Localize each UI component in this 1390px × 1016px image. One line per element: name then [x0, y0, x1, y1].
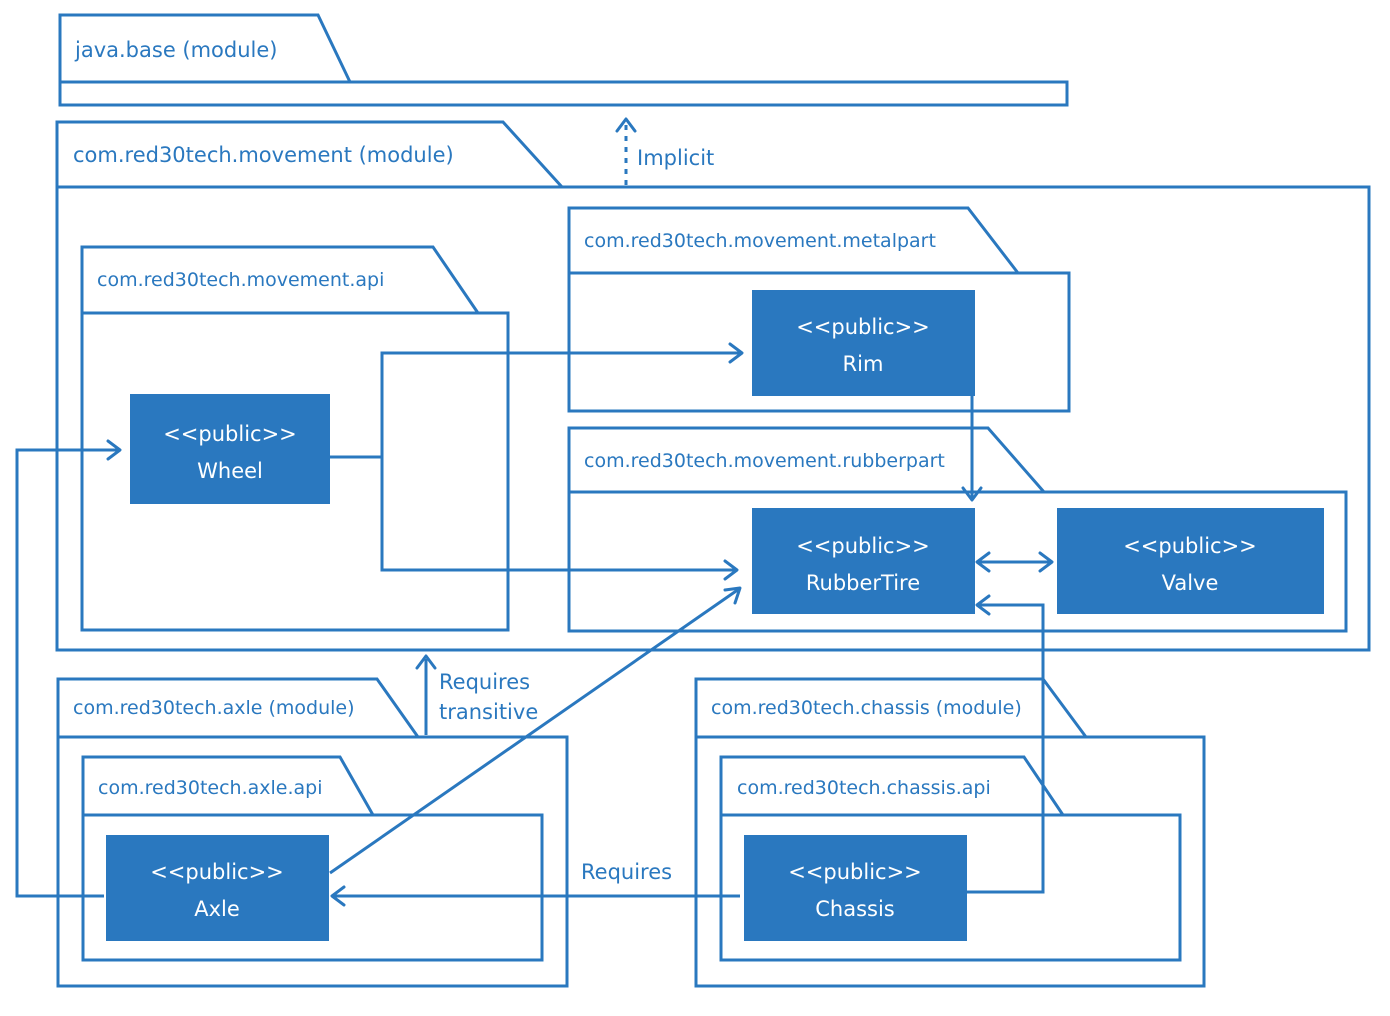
rubbertire-stereotype: <<public>> — [796, 534, 930, 558]
rim-to-rubbertire-arrow-head — [961, 486, 983, 502]
movement-api-package-label: com.red30tech.movement.api — [97, 269, 384, 291]
rubberpart-package-tab — [567, 426, 1046, 493]
rubbertire-valve-arrow-left — [975, 551, 991, 573]
chassis-api-package-body — [719, 813, 1182, 962]
movement-module-label: com.red30tech.movement (module) — [73, 143, 454, 167]
java-base-module-body — [58, 80, 1069, 107]
axle-class-box — [106, 835, 329, 941]
rim-name: Rim — [843, 352, 884, 376]
axle-to-wheel-line — [15, 448, 118, 898]
chassis-to-axle-arrow-head — [330, 885, 346, 907]
java-base-module-tab — [58, 13, 352, 83]
axle-api-package-body — [81, 813, 544, 962]
chassis-to-rubbertire-line — [967, 603, 1045, 894]
valve-stereotype: <<public>> — [1123, 534, 1257, 558]
rubberpart-package-body — [567, 490, 1348, 633]
rubbertire-name: RubberTire — [806, 571, 920, 595]
wheel-to-rim-line — [380, 351, 740, 457]
chassis-to-rubbertire-arrow-head — [975, 594, 991, 616]
movement-api-package-body — [80, 311, 510, 632]
rubbertire-valve-arrow-right — [1038, 551, 1054, 573]
chassis-stereotype: <<public>> — [788, 860, 922, 884]
metalpart-package-tab — [567, 206, 1020, 274]
requires-transitive-arrow-head — [415, 654, 437, 670]
chassis-module-body — [694, 735, 1206, 988]
axle-to-rubbertire-line — [329, 587, 740, 875]
chassis-class-box — [744, 835, 967, 941]
wheel-stereotype: <<public>> — [163, 422, 297, 446]
wheel-class-box — [130, 394, 330, 504]
axle-stereotype: <<public>> — [150, 860, 284, 884]
movement-module-body — [55, 185, 1371, 652]
rubberpart-package-label: com.red30tech.movement.rubberpart — [584, 450, 945, 472]
java-base-module-label: java.base (module) — [74, 38, 278, 62]
wheel-to-rim-arrow-head — [728, 342, 744, 364]
movement-api-package-tab — [80, 245, 480, 314]
axle-module-tab — [56, 677, 420, 738]
rubbertire-class-box — [752, 508, 975, 614]
valve-name: Valve — [1162, 571, 1219, 595]
chassis-module-label: com.red30tech.chassis (module) — [711, 697, 1022, 719]
chassis-name: Chassis — [815, 897, 895, 921]
valve-class-box — [1057, 508, 1324, 614]
movement-module-tab — [55, 120, 564, 189]
rim-class-box — [752, 290, 975, 396]
rim-stereotype: <<public>> — [796, 315, 930, 339]
axle-name: Axle — [194, 897, 240, 921]
axle-module-label: com.red30tech.axle (module) — [73, 697, 355, 719]
metalpart-package-body — [567, 271, 1071, 413]
rubbertire-class: <<public>> RubberTire — [752, 508, 975, 614]
valve-class: <<public>> Valve — [1057, 508, 1324, 614]
axle-to-wheel-arrow-head — [106, 439, 122, 461]
implicit-label: Implicit — [637, 146, 714, 170]
wheel-class: <<public>> Wheel — [130, 394, 330, 504]
requires-label: Requires — [581, 860, 672, 884]
wheel-to-rubbertire-arrow-head — [723, 559, 739, 581]
rim-class: <<public>> Rim — [752, 290, 975, 396]
chassis-class: <<public>> Chassis — [744, 835, 967, 941]
metalpart-package-label: com.red30tech.movement.metalpart — [584, 230, 936, 252]
requires-transitive-label-line2: transitive — [439, 700, 538, 724]
axle-to-rubbertire-arrow-head — [723, 586, 742, 605]
axle-module-body — [56, 735, 569, 988]
axle-api-package-label: com.red30tech.axle.api — [98, 777, 322, 799]
requires-transitive-label-line1: Requires — [439, 670, 530, 694]
axle-class: <<public>> Axle — [106, 835, 329, 941]
wheel-to-rubbertire-line — [380, 457, 735, 572]
chassis-module-tab — [694, 677, 1088, 738]
implicit-arrow-head — [615, 117, 637, 133]
chassis-api-package-label: com.red30tech.chassis.api — [737, 777, 991, 799]
axle-api-package-tab — [81, 755, 375, 816]
wheel-name: Wheel — [197, 459, 263, 483]
